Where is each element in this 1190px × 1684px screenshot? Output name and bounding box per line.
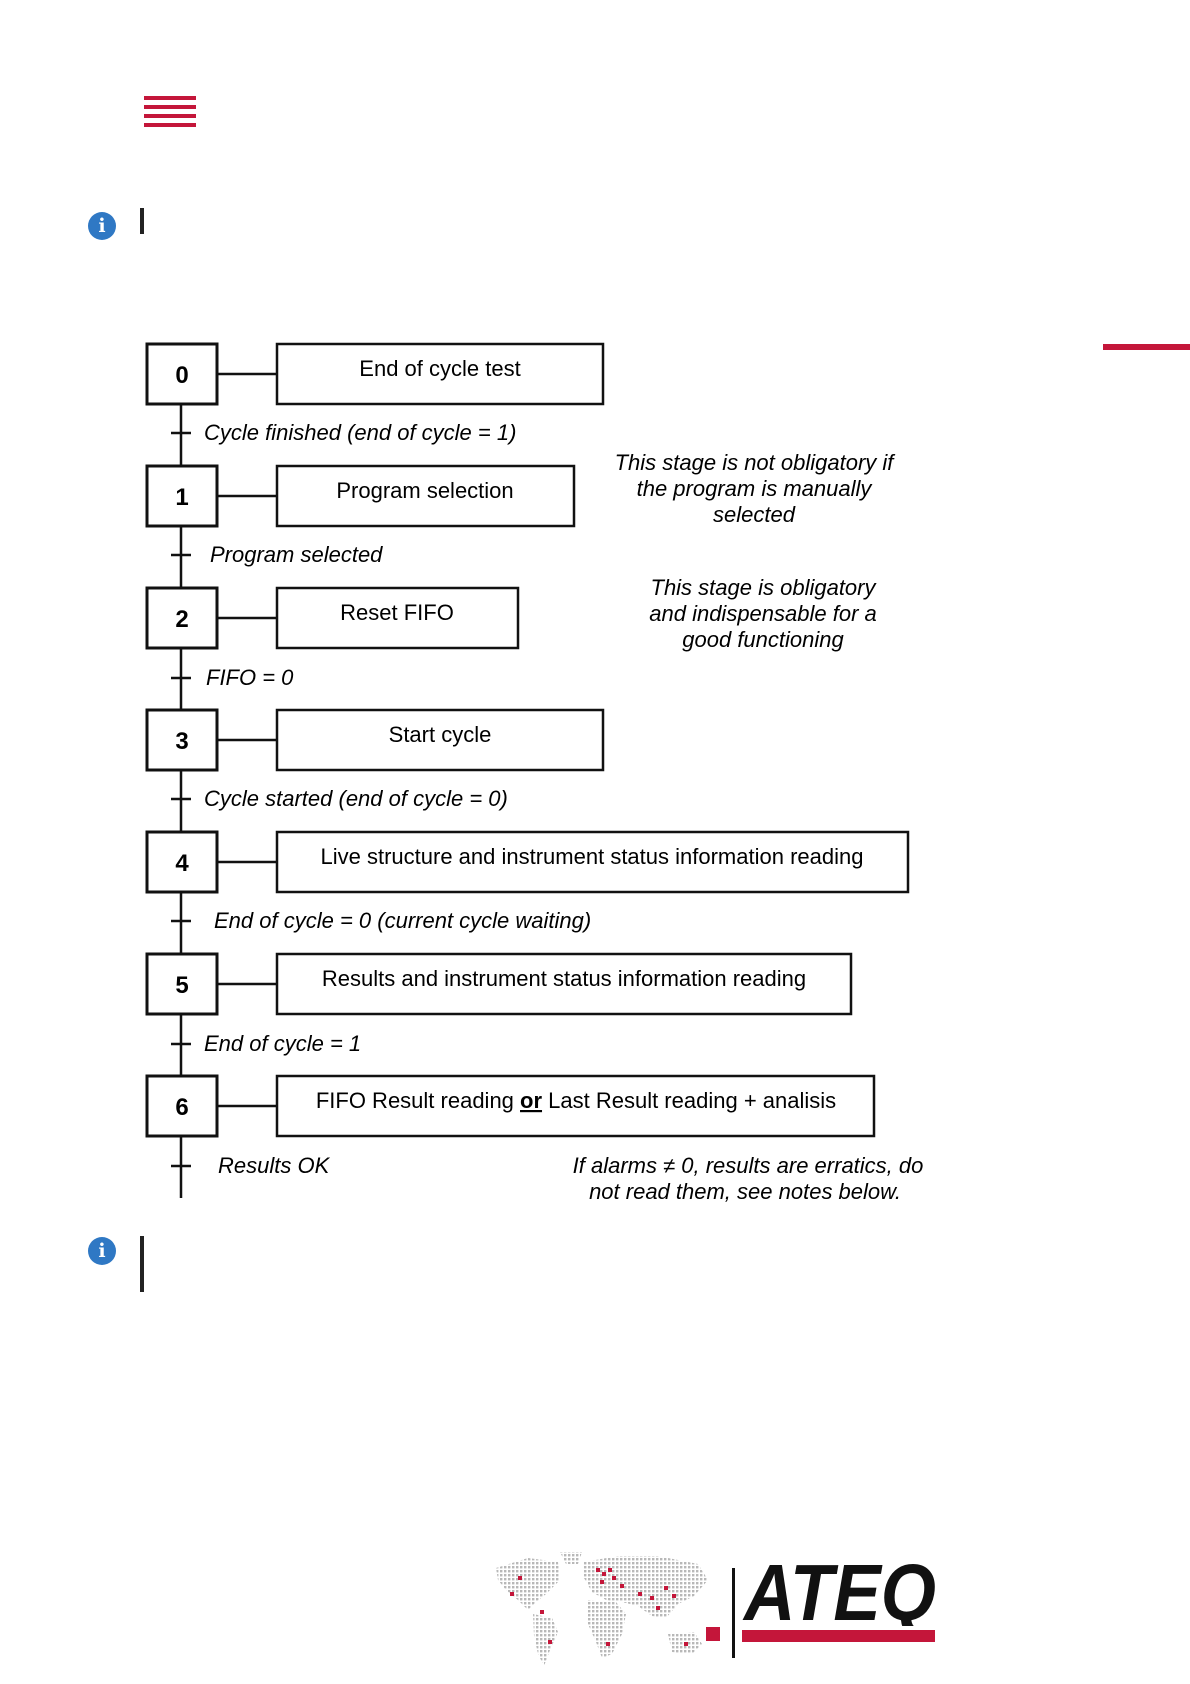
- svg-text:ATEQ: ATEQ: [742, 1556, 936, 1626]
- action-label: Program selection: [336, 478, 513, 503]
- action-box: [275, 342, 605, 406]
- info-icon: i: [88, 1237, 116, 1265]
- step-0: 0 End of cycle test: [145, 342, 605, 406]
- transition-label: End of cycle = 0 (current cycle waiting): [214, 908, 591, 933]
- step-number: 0: [175, 362, 188, 389]
- transition-label: FIFO = 0: [206, 665, 294, 690]
- step-box: [145, 464, 219, 528]
- info-icon-glyph: i: [98, 1240, 106, 1262]
- svg-text:good functioning: good functioning: [682, 627, 844, 652]
- step-number: 2: [175, 606, 188, 633]
- action-box: [275, 830, 910, 894]
- step-box: [145, 1074, 219, 1138]
- step-number: 1: [175, 484, 188, 511]
- svg-text:This stage is not obligatory i: This stage is not obligatory if: [615, 450, 897, 475]
- transition-label: Cycle started (end of cycle = 0): [204, 786, 508, 811]
- step-3: 3 Start cycle: [145, 708, 605, 772]
- action-box: [275, 952, 853, 1016]
- step-box: [145, 830, 219, 894]
- accent-line: [1103, 344, 1190, 350]
- svg-text:the program is manually: the program is manually: [637, 476, 874, 501]
- svg-text:not read them, see notes below: not read them, see notes below.: [589, 1179, 901, 1204]
- svg-text:selected: selected: [713, 502, 796, 527]
- transition-label: End of cycle = 1: [204, 1031, 361, 1056]
- ateq-logo: ATEQ: [742, 1556, 936, 1626]
- action-box: [275, 586, 520, 650]
- step-number: 3: [175, 728, 188, 755]
- step-2: 2 Reset FIFO: [145, 586, 520, 650]
- action-label: Start cycle: [389, 722, 492, 747]
- step-1: 1 Program selection: [145, 464, 576, 528]
- action-label: End of cycle test: [359, 356, 520, 381]
- step-4: 4 Live structure and instrument status i…: [145, 830, 910, 894]
- note-alarms: If alarms ≠ 0, results are erratics, do …: [573, 1153, 924, 1204]
- transition-label: Program selected: [210, 542, 383, 567]
- note-bar: [140, 1236, 144, 1292]
- logo-separator: [732, 1568, 735, 1658]
- transition-label: Cycle finished (end of cycle = 1): [204, 420, 516, 445]
- logo-dot: [706, 1627, 720, 1641]
- note-mandatory-stage: This stage is obligatory and indispensab…: [649, 575, 877, 652]
- step-6: 6 FIFO Result reading or Last Result rea…: [145, 1074, 876, 1138]
- action-label: Reset FIFO: [340, 600, 454, 625]
- action-box: [275, 464, 576, 528]
- action-label-pre: FIFO Result reading: [316, 1088, 520, 1113]
- svg-text:If alarms ≠ 0, results are err: If alarms ≠ 0, results are erratics, do: [573, 1153, 924, 1178]
- info-icon-glyph: i: [98, 215, 106, 237]
- note-optional-stage: This stage is not obligatory if the prog…: [615, 450, 897, 527]
- step-box: [145, 586, 219, 650]
- action-box: [275, 1074, 876, 1138]
- step-number: 4: [175, 850, 189, 877]
- step-number: 5: [175, 972, 188, 999]
- step-box: [145, 708, 219, 772]
- note-bar: [140, 208, 144, 234]
- menu-icon[interactable]: [144, 96, 196, 134]
- action-label-or: or: [520, 1088, 542, 1113]
- world-map-icon: [496, 1552, 708, 1666]
- svg-text:This stage is obligatory: This stage is obligatory: [651, 575, 878, 600]
- transition-label: Results OK: [218, 1153, 331, 1178]
- info-icon: i: [88, 212, 116, 240]
- logo-underline: [742, 1630, 935, 1642]
- svg-text:and indispensable for a: and indispensable for a: [649, 601, 877, 626]
- action-label-post: Last Result reading + analisis: [542, 1088, 836, 1113]
- action-label: FIFO Result reading or Last Result readi…: [316, 1088, 836, 1113]
- action-box: [275, 708, 605, 772]
- step-5: 5 Results and instrument status informat…: [145, 952, 853, 1016]
- action-label: Results and instrument status informatio…: [322, 966, 806, 991]
- step-number: 6: [175, 1094, 188, 1121]
- action-label: Live structure and instrument status inf…: [321, 844, 864, 869]
